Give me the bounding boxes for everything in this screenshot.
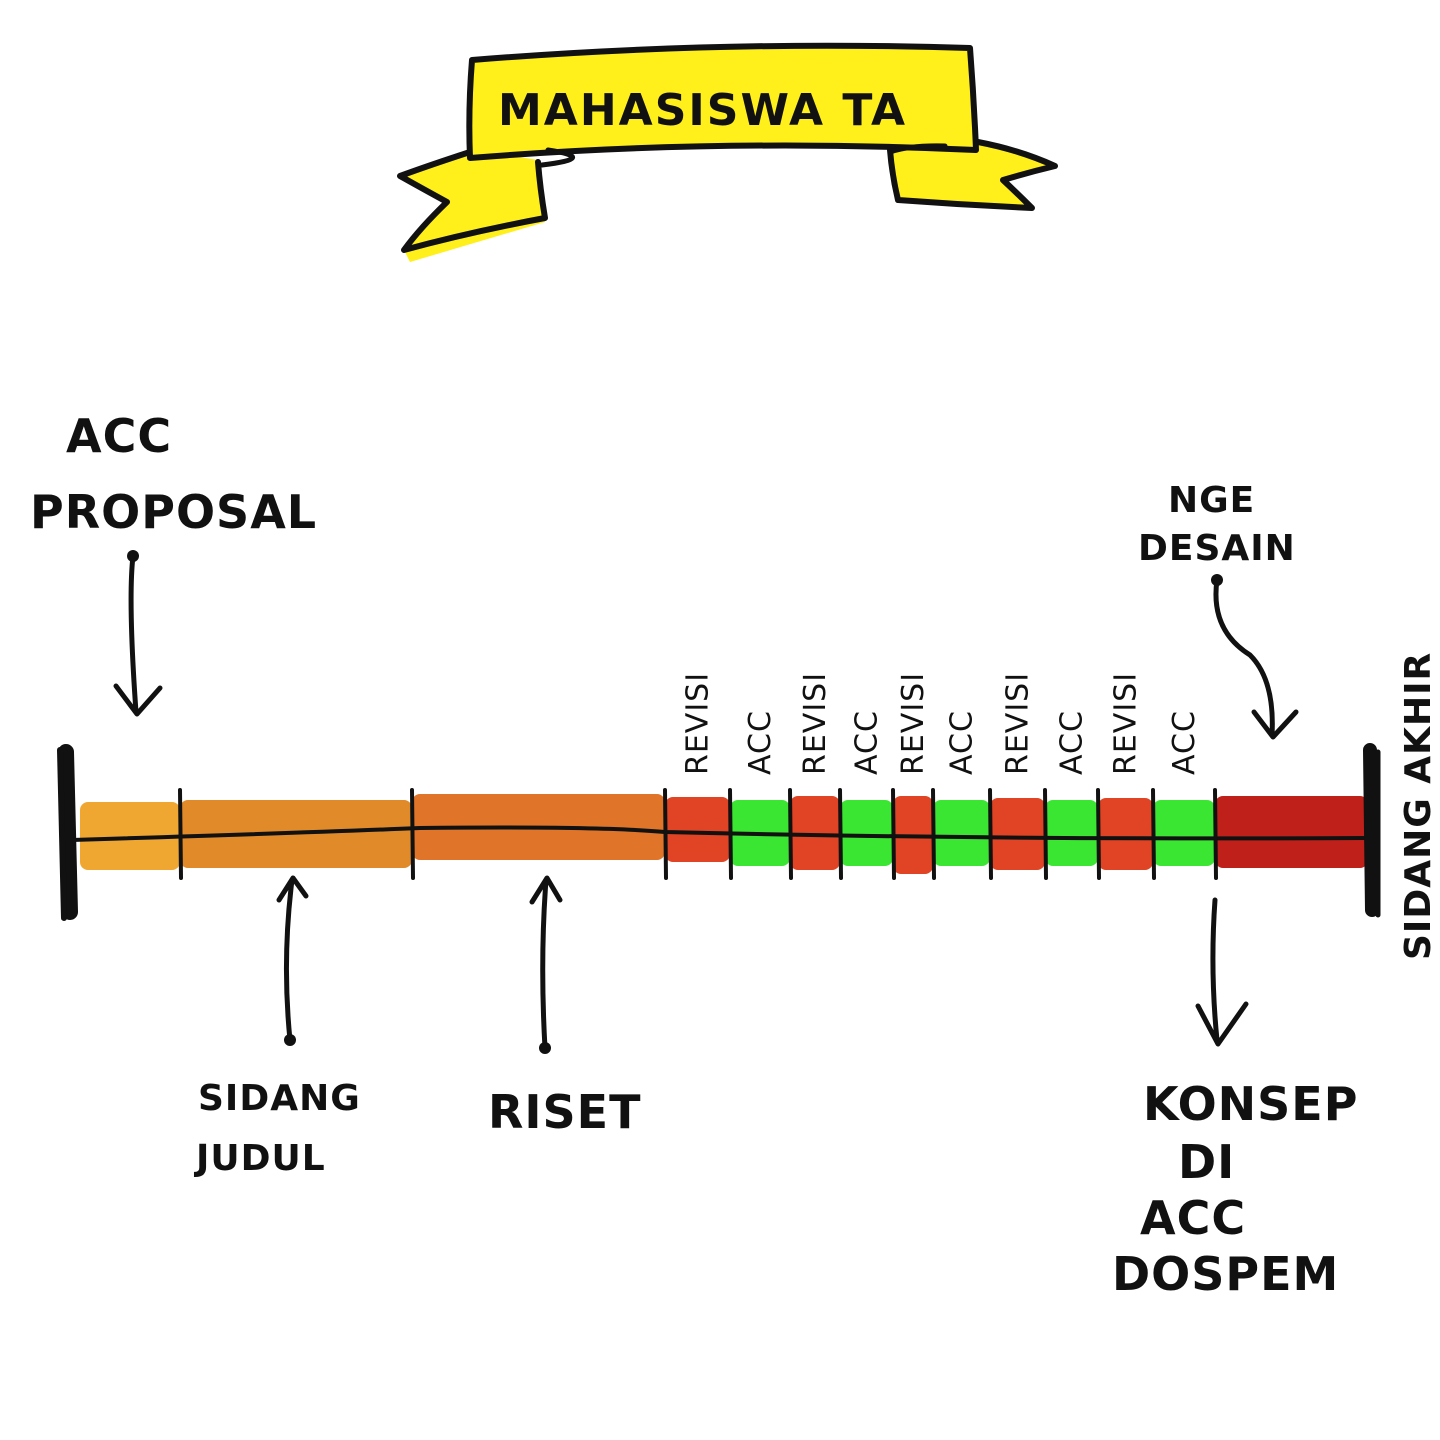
timeline-divider [838,788,843,880]
timeline-divider [891,788,896,880]
timeline-segment-revisi [1098,798,1153,870]
timeline-end-cap [1363,743,1379,917]
timeline-divider [1043,788,1048,880]
konsep-arrow [1195,897,1249,1047]
title-banner: MAHASISWA TA [397,42,1058,262]
sidang-judul-label-line2: JUDUL [193,1138,326,1179]
timeline-divider [931,788,936,880]
segment-label-revisi: REVISI [896,672,931,775]
konsep-label-line4: DOSPEM [1112,1247,1339,1301]
timeline-start-cap [58,744,78,920]
segment-label-acc: ACC [1055,710,1090,775]
timeline-divider [1213,788,1218,880]
riset-label: RISET [488,1085,641,1139]
timeline-segment-acc [1045,800,1098,866]
timeline-divider [1096,788,1101,880]
banner-body [470,45,976,160]
page-title: MAHASISWA TA [498,85,907,136]
segment-label-acc: ACC [743,710,778,775]
sidang-judul-dot [284,1034,296,1046]
sidang-judul-label-line1: SIDANG [198,1078,361,1119]
segment-label-acc: ACC [945,710,980,775]
timeline-divider [1151,788,1156,880]
nge-desain-label-line1: NGE [1168,480,1255,521]
timeline-segment-revisi [990,798,1045,870]
timeline-segment-acc [1153,800,1215,866]
acc-proposal-arrow [113,553,163,717]
riset-callout: RISET [488,875,641,1139]
konsep-label-line2: DI [1178,1135,1235,1189]
nge-desain-callout: NGE DESAIN [1138,480,1299,740]
timeline-divider [178,788,183,880]
konsep-label-line1: KONSEP [1143,1077,1358,1131]
segment-label-revisi: REVISI [1109,672,1144,775]
timeline-segment-revisi [665,797,730,862]
timeline-bar [80,794,1368,874]
timeline-divider [788,788,793,880]
nge-desain-arrow [1213,577,1299,740]
konsep-label-line3: ACC [1140,1191,1246,1245]
timeline-segment-final-red [1215,796,1368,868]
timeline-divider [410,788,415,880]
timeline-segment-revisi [790,796,840,870]
timeline-divider [728,788,733,880]
timeline-segment-orange-light [80,802,180,870]
riset-dot [539,1042,551,1054]
sidang-judul-arrow [276,875,309,1043]
timeline-divider [988,788,993,880]
segment-labels: REVISI ACC REVISI ACC REVISI ACC REVISI ACC REVI… [681,672,1203,775]
timeline-segment-acc [840,800,893,866]
riset-arrow [529,875,563,1051]
segment-label-acc: ACC [1167,710,1202,775]
segment-label-revisi: REVISI [798,672,833,775]
sidang-akhir-label: SIDANG AKHIR [1398,652,1439,960]
nge-desain-label-line2: DESAIN [1138,528,1296,569]
acc-proposal-label-line2: PROPOSAL [30,485,317,539]
sidang-judul-callout: SIDANG JUDUL [193,875,361,1179]
timeline-dividers [178,788,1218,880]
timeline-segment-acc [933,800,990,866]
segment-label-acc: ACC [850,710,885,775]
timeline-center-line [70,825,1370,842]
segment-label-revisi: REVISI [681,672,716,775]
segment-label-revisi: REVISI [1001,672,1036,775]
konsep-callout: KONSEP DI ACC DOSPEM [1112,897,1358,1301]
timeline-divider [663,788,668,880]
banner-left-tail [402,150,545,262]
acc-proposal-callout: ACC PROPOSAL [30,409,317,717]
acc-proposal-label-line1: ACC [66,409,172,463]
